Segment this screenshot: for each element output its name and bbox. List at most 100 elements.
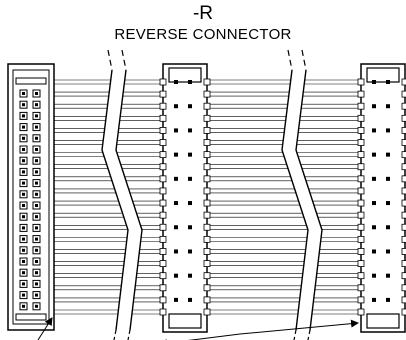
end-connector-left [7, 63, 55, 331]
connector-latch-bottom [168, 313, 202, 329]
break-extension [127, 329, 131, 340]
pin-contact [372, 249, 376, 254]
pin-contact [386, 249, 390, 254]
pin-contact [174, 152, 178, 157]
contact-tab [159, 284, 167, 292]
pin-contact-center [35, 192, 38, 196]
contact-tab [401, 187, 406, 195]
contact-tab [203, 175, 211, 183]
contact-tab [159, 151, 167, 159]
pin-contact [372, 201, 376, 206]
pin-contact [188, 128, 192, 133]
pin-contact-center [35, 148, 38, 151]
contact-tab [203, 235, 211, 243]
pin-contact-center [22, 148, 25, 151]
pin-contact [174, 80, 178, 84]
contact-tab [159, 308, 167, 316]
pin-contact-center [22, 304, 25, 308]
contact-tab [159, 187, 167, 195]
contact-tab [203, 114, 211, 122]
contact-tab [357, 175, 365, 183]
break-zigzag [295, 69, 323, 331]
pin-contact [174, 297, 178, 302]
pin-contact-center [35, 237, 38, 241]
pin-contact-center [35, 125, 38, 129]
pin-contact-center [35, 170, 38, 174]
pin-contact [386, 201, 390, 206]
pin-contact [386, 225, 390, 230]
contact-tab [159, 139, 167, 146]
contact-tab [401, 78, 406, 86]
connector-housing [162, 63, 208, 333]
contact-tab [203, 223, 211, 231]
contact-tab [203, 308, 211, 316]
pin-contact [386, 176, 390, 181]
pin-contact-center [22, 125, 25, 129]
pin-contact-center [22, 204, 25, 207]
contact-tab [159, 114, 167, 122]
contact-tab [159, 211, 167, 219]
contact-tab [357, 199, 365, 207]
pin-contact-center [35, 226, 38, 230]
connector-housing [7, 63, 55, 331]
pin-contact [174, 128, 178, 133]
inline-connector-middle [159, 63, 211, 333]
contact-tab [203, 187, 211, 195]
pin-contact-center [35, 293, 38, 297]
contact-tab [159, 248, 167, 255]
break-mask [282, 70, 322, 330]
contact-tab [203, 272, 211, 280]
pin-contact-center [35, 248, 38, 252]
connector-housing [360, 63, 406, 333]
contact-tab [357, 127, 365, 134]
contact-tab [401, 223, 406, 231]
pin-contact-center [35, 103, 38, 107]
pin-contact-center [35, 159, 38, 163]
pin-contact-center [22, 114, 25, 118]
contact-tab [357, 260, 365, 267]
contact-tab [401, 102, 406, 110]
pin-contact [372, 80, 376, 84]
contact-tab [159, 127, 167, 134]
leader-arrow [239, 319, 359, 335]
pin-contact [174, 201, 178, 206]
contact-tab [203, 284, 211, 292]
pin-contact-center [35, 215, 38, 219]
break-extension [121, 49, 127, 71]
pin-contact [372, 176, 376, 181]
contact-tab [401, 296, 406, 304]
contact-tab [159, 235, 167, 243]
contact-tab [203, 211, 211, 219]
contact-tab [159, 90, 167, 98]
connector-latch-top [15, 77, 47, 85]
contact-tab [357, 296, 365, 304]
break-extension [293, 329, 297, 340]
contact-tab [357, 272, 365, 280]
contact-tab [401, 308, 406, 316]
contact-tab [159, 163, 167, 171]
part-suffix-label: -R [192, 3, 214, 24]
pin-contact-center [35, 304, 38, 308]
pin-contact-center [22, 226, 25, 230]
pin-contact [372, 273, 376, 278]
contact-tab [401, 175, 406, 183]
connector-latch-top [366, 67, 400, 83]
contact-tab [401, 114, 406, 122]
pin-contact-center [22, 170, 25, 174]
contact-tab [159, 175, 167, 183]
pin-contact [372, 225, 376, 230]
contact-tab [401, 211, 406, 219]
pin-contact-center [22, 282, 25, 286]
pin-contact [372, 104, 376, 109]
contact-tab [357, 78, 365, 86]
contact-tab [357, 235, 365, 243]
pin-contact [386, 128, 390, 133]
contact-tab [203, 248, 211, 255]
pin-contact-center [22, 237, 25, 241]
contact-tab [357, 248, 365, 255]
contact-tab [357, 151, 365, 159]
pin-contact-center [22, 181, 25, 185]
pin-contact-center [22, 215, 25, 219]
pin-contact [188, 201, 192, 206]
